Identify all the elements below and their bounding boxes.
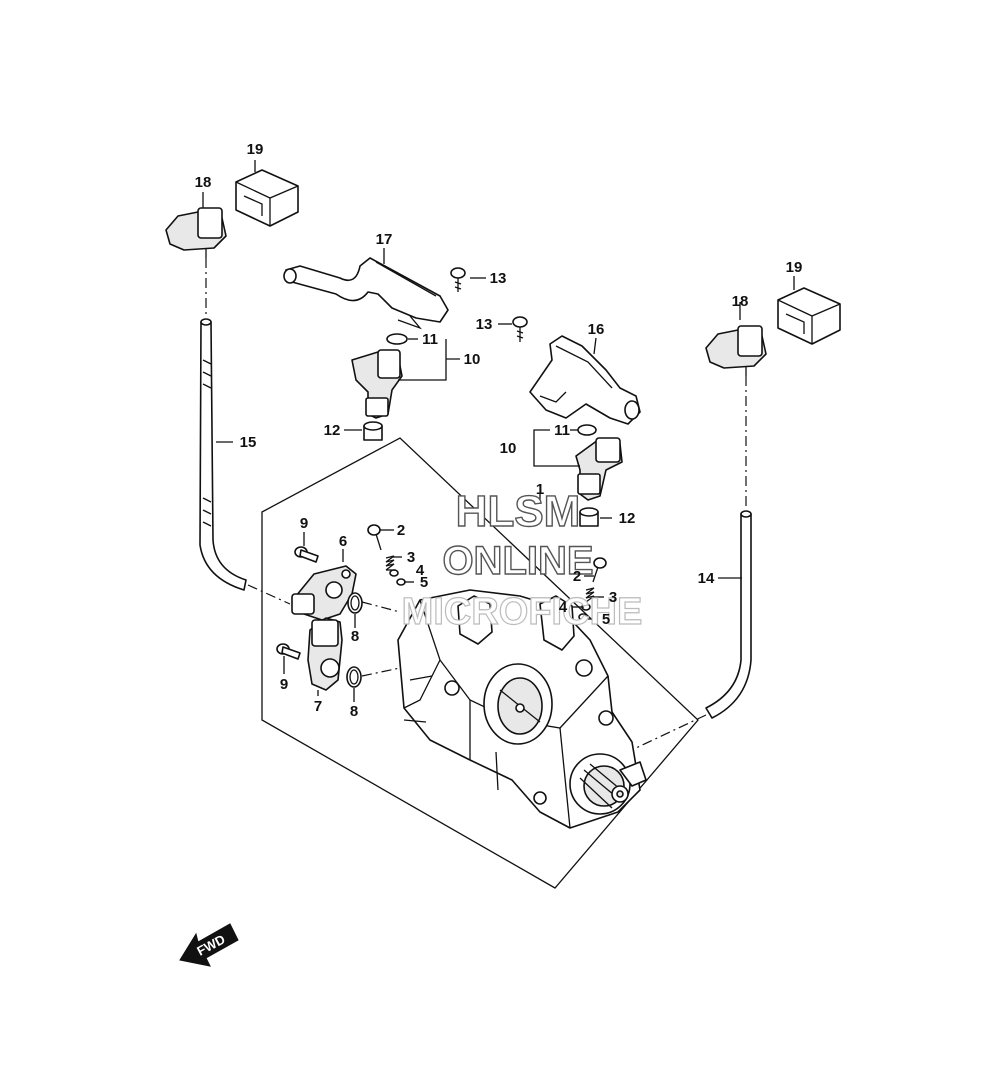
callout-labels: 19 18 17 13 13 16 11 10 12 15 11 10 1 12… bbox=[195, 141, 803, 720]
screw-9-upper[interactable] bbox=[294, 546, 319, 563]
sensor-cover-right[interactable] bbox=[777, 287, 841, 345]
injector-cushion-right[interactable] bbox=[579, 507, 599, 527]
watermark-line-1: HLSM bbox=[456, 487, 581, 536]
spring-3-left[interactable] bbox=[385, 555, 395, 571]
spring-3-right[interactable] bbox=[585, 587, 595, 603]
forward-direction-arrow: FWD bbox=[179, 923, 239, 967]
callout-13-right[interactable]: 13 bbox=[476, 316, 493, 333]
arrow-left-icon bbox=[179, 923, 239, 967]
watermark: HLSM ONLINE MICROFICHE bbox=[401, 486, 643, 633]
throttle-position-sensor[interactable] bbox=[291, 565, 357, 621]
throttle-body[interactable] bbox=[397, 589, 647, 829]
callout-1[interactable]: 1 bbox=[536, 481, 544, 498]
callout-3-left[interactable]: 3 bbox=[407, 549, 415, 566]
pressure-sensor-right[interactable] bbox=[705, 325, 767, 376]
fuel-injector-right[interactable] bbox=[575, 437, 623, 501]
callout-2-right[interactable]: 2 bbox=[573, 568, 581, 585]
callout-11-left[interactable]: 11 bbox=[422, 331, 438, 348]
callout-4-right[interactable]: 4 bbox=[559, 599, 568, 616]
callout-12-right[interactable]: 12 bbox=[619, 510, 636, 527]
sensor-cover-left[interactable] bbox=[235, 169, 299, 227]
watermark-line-2: ONLINE bbox=[442, 539, 593, 583]
screw-9-lower[interactable] bbox=[276, 643, 301, 660]
callout-3-right[interactable]: 3 bbox=[609, 589, 617, 606]
callout-9-lower[interactable]: 9 bbox=[280, 676, 288, 693]
vacuum-hose-left[interactable] bbox=[199, 318, 247, 591]
idle-screw-right[interactable] bbox=[592, 557, 607, 583]
callout-18-right[interactable]: 18 bbox=[732, 293, 749, 310]
pressure-sensor-left[interactable] bbox=[165, 207, 227, 258]
callout-18-left[interactable]: 18 bbox=[195, 174, 212, 191]
callout-19-left[interactable]: 19 bbox=[247, 141, 264, 158]
callout-10-right[interactable]: 10 bbox=[500, 440, 517, 457]
callout-19-right[interactable]: 19 bbox=[786, 259, 803, 276]
watermark-line-3: MICROFICHE bbox=[402, 591, 643, 633]
callout-5-left[interactable]: 5 bbox=[420, 574, 428, 591]
o-ring-11-left[interactable] bbox=[386, 333, 408, 345]
callout-9-upper[interactable]: 9 bbox=[300, 515, 308, 532]
fuel-delivery-pipe-right[interactable] bbox=[529, 335, 641, 425]
washer-4-left[interactable] bbox=[389, 569, 399, 577]
screw-13-right[interactable] bbox=[512, 316, 528, 342]
callout-4-left[interactable]: 4 bbox=[416, 562, 425, 579]
o-ring-5-right[interactable] bbox=[578, 613, 588, 621]
callout-17[interactable]: 17 bbox=[376, 231, 393, 248]
callout-7[interactable]: 7 bbox=[314, 698, 322, 715]
callout-16[interactable]: 16 bbox=[588, 321, 605, 338]
fuel-delivery-pipe-left[interactable] bbox=[283, 257, 449, 330]
o-ring-11-right[interactable] bbox=[577, 424, 597, 436]
callout-10-left[interactable]: 10 bbox=[464, 351, 481, 368]
o-ring-5-left[interactable] bbox=[396, 578, 406, 586]
callout-12-left[interactable]: 12 bbox=[324, 422, 341, 439]
callout-5-right[interactable]: 5 bbox=[602, 611, 610, 628]
callout-2-left[interactable]: 2 bbox=[397, 522, 405, 539]
fuel-injector-left[interactable] bbox=[351, 349, 403, 419]
injector-cushion-left[interactable] bbox=[363, 421, 383, 441]
screw-13-left[interactable] bbox=[450, 267, 466, 292]
callout-13-left[interactable]: 13 bbox=[490, 270, 507, 287]
callout-8-upper[interactable]: 8 bbox=[351, 628, 359, 645]
map-sensor[interactable] bbox=[307, 617, 343, 691]
callout-8-lower[interactable]: 8 bbox=[350, 703, 358, 720]
leader-lines bbox=[202, 160, 795, 702]
vacuum-hose-right[interactable] bbox=[705, 510, 752, 719]
o-ring-8-lower[interactable] bbox=[346, 666, 362, 688]
o-ring-8-upper[interactable] bbox=[347, 592, 363, 614]
callout-11-right[interactable]: 11 bbox=[554, 422, 570, 439]
idle-screw-left[interactable] bbox=[367, 524, 382, 551]
callout-14[interactable]: 14 bbox=[698, 570, 715, 587]
callout-6[interactable]: 6 bbox=[339, 533, 347, 550]
callout-15[interactable]: 15 bbox=[240, 434, 257, 451]
